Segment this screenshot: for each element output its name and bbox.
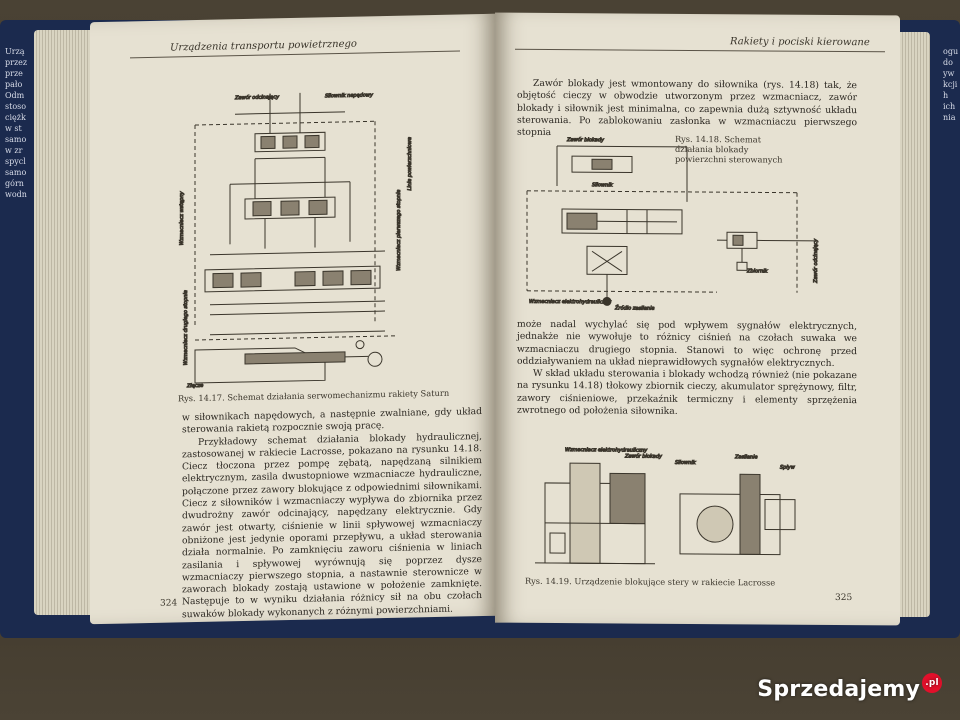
- watermark-text: Sprzedajemy: [757, 677, 920, 702]
- right-page-mid-text: może nadal wychylać się pod wpływem sygn…: [517, 319, 857, 420]
- right-paragraph-3: W skład układu sterowania i blokady wcho…: [517, 368, 857, 417]
- header-rule-right: [515, 48, 885, 53]
- behind-page-text-left: Urzą przez prze pało Odm stoso ciężk w s…: [5, 47, 28, 199]
- fig-label-actuator: Siłownik napędowy: [325, 92, 374, 99]
- figure-14-19-caption: Rys. 14.19. Urządzenie blokujące stery w…: [525, 575, 776, 588]
- fig18-label-actuator: Siłownik: [592, 182, 614, 188]
- fig18-label-tank: Zbiornik: [746, 268, 769, 274]
- left-page: Urządzenia transportu powietrznego: [90, 13, 495, 625]
- fig-label-joint: Złącze: [186, 383, 203, 389]
- lacrosse-blocking-device-right: [679, 473, 796, 556]
- figure-14-17-diagram: Zawór odcinający Siłownik napędowy Wzmac…: [175, 60, 420, 390]
- fig19-label-blocking-valve: Zawór blokady: [624, 452, 663, 459]
- blocking-valve-top: [556, 145, 688, 202]
- fig18-label-cutoff: Zawór odcinający: [812, 238, 819, 284]
- right-page: Rakiety i pociski kierowane Zawór blokad…: [495, 12, 900, 626]
- right-paragraph-2: może nadal wychylać się pod wpływem sygn…: [517, 318, 857, 369]
- figure-14-18-diagram: Zawór blokady Siłownik Zbiornik Wzmacnia…: [517, 131, 887, 319]
- left-page-body: w siłownikach napędowych, a następnie zw…: [182, 406, 482, 621]
- fig-label-surface-line: Linia powierzchniowa: [407, 137, 413, 191]
- running-head-right: Rakiety i pociski kierowane: [730, 36, 870, 49]
- fig-label-first-stage: Wzmacniacz pierwszego stopnia: [396, 190, 402, 271]
- fig18-label-supply: Źródło zasilania: [614, 303, 655, 311]
- fig19-label-return: Spływ: [780, 465, 796, 471]
- amplifier-valve: [586, 245, 628, 306]
- servo-valve-middle: [229, 181, 351, 249]
- running-head-left: Urządzenia transportu powietrznego: [170, 38, 357, 54]
- watermark-badge: .pl: [922, 672, 942, 693]
- left-paragraph-2: Przykładowy schemat działania blokady hy…: [182, 430, 482, 621]
- servo-valve-bottom: [195, 250, 395, 341]
- fig18-label-blocking-valve: Zawór blokady: [566, 136, 605, 143]
- figure-14-19-diagram: Wzmacniacz elektrohydrauliczny Zawór blo…: [525, 443, 825, 575]
- page-number-right: 325: [835, 592, 853, 604]
- page-edges-left: [34, 30, 94, 615]
- main-actuator: [526, 190, 798, 293]
- sprzedajemy-watermark: Sprzedajemy .pl: [757, 672, 942, 702]
- fig-label-second-stage: Wzmacniacz drugiego stopnia: [183, 290, 189, 365]
- fig19-label-eh-amplifier: Wzmacniacz elektrohydrauliczny: [565, 447, 648, 454]
- page-number-left: 324: [160, 598, 178, 609]
- actuator-linkage: [194, 340, 383, 384]
- side-valve: [717, 231, 817, 271]
- fig-label-cutoff-valve: Zawór odcinający: [234, 93, 280, 101]
- servo-valve-top: [194, 92, 376, 326]
- fig-label-preamp: Wzmacniacz wstępny: [179, 190, 185, 245]
- fig19-label-actuator: Siłownik: [675, 460, 697, 466]
- behind-page-text-right: ogu do yw kcji h ich nia: [943, 47, 959, 122]
- lacrosse-blocking-device-left: [535, 462, 655, 565]
- figure-14-18-caption: Rys. 14.18. Schemat działania blokady po…: [675, 133, 783, 165]
- figure-14-17-caption: Rys. 14.17. Schemat działania serwomecha…: [178, 387, 450, 404]
- fig18-label-eh-amplifier: Wzmacniacz elektrohydrauliczny: [529, 299, 612, 306]
- fig19-label-supply: Zasilanie: [734, 454, 758, 460]
